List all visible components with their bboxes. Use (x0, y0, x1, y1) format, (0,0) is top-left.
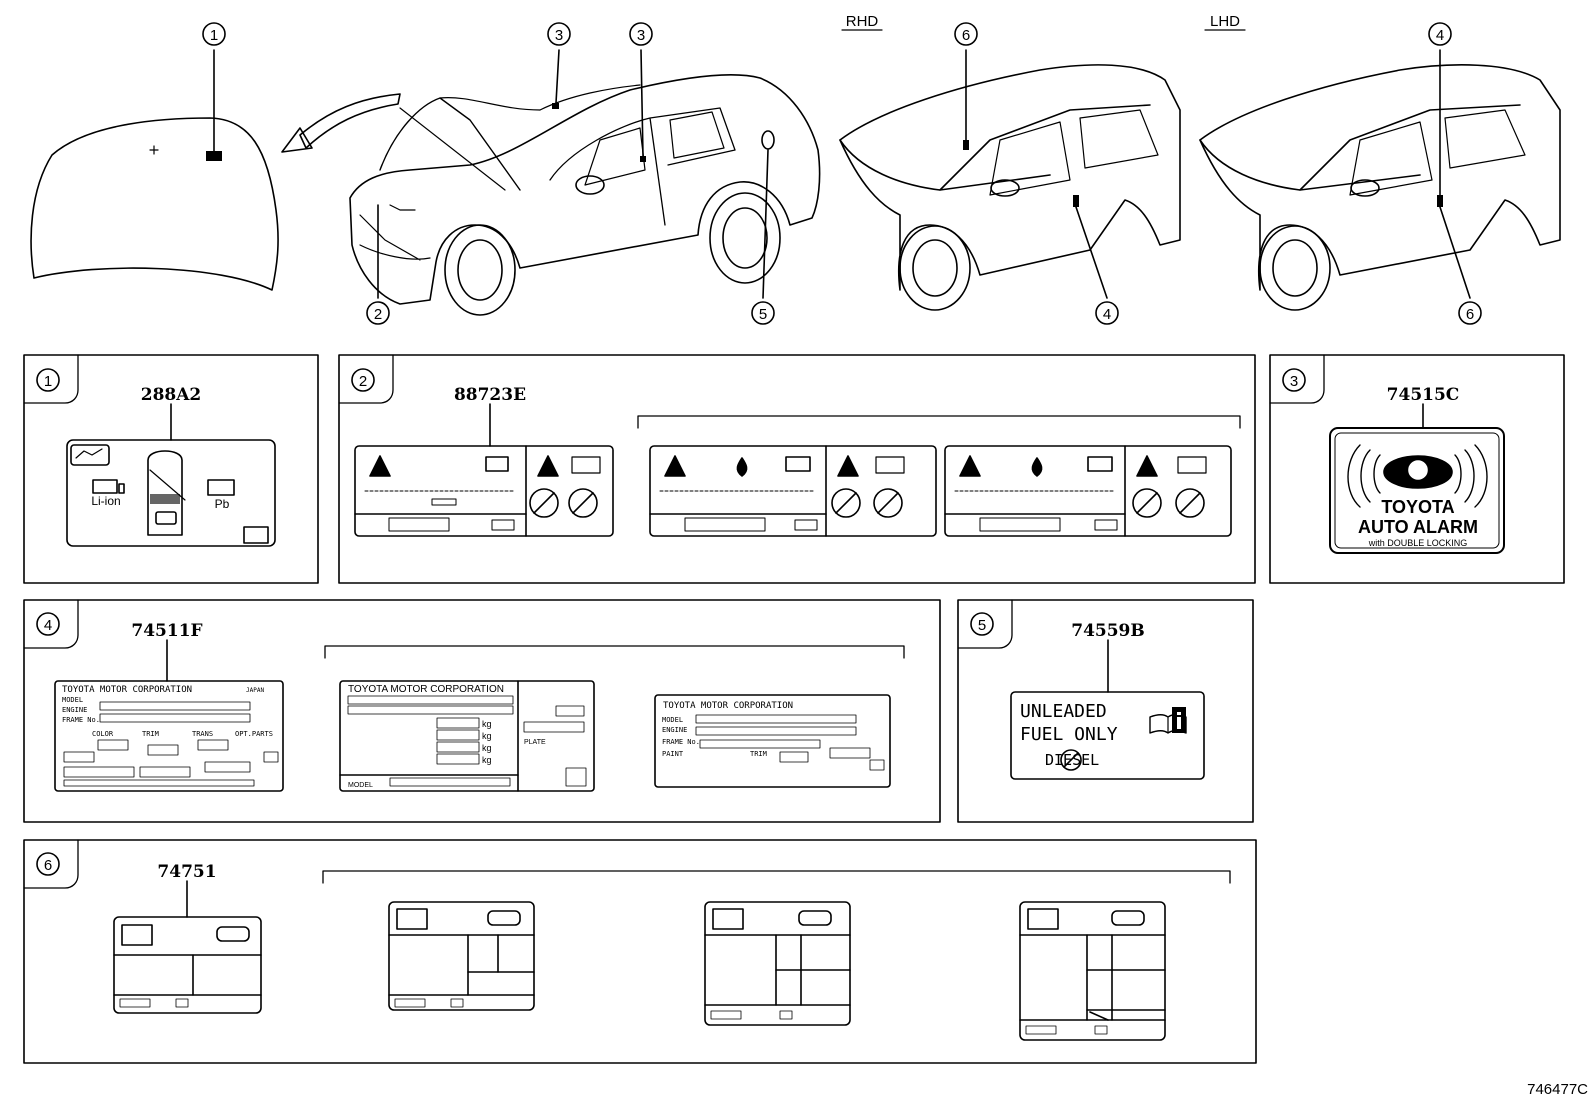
callout-1: 1 (210, 27, 218, 44)
callout-6a: 6 (962, 27, 970, 44)
vin-label-1-color: COLOR (92, 730, 114, 738)
panel-3-number: 3 (1290, 373, 1298, 390)
vin-label-3-frame: FRAME No. (662, 738, 700, 746)
warning-label-b (649, 445, 937, 537)
panel-4: 4 74511F TOYOTA MOTOR CORPORATION JAPAN … (23, 599, 941, 823)
callout-4: 4 (1103, 306, 1111, 323)
li-ion-label: Li-ion (91, 494, 120, 508)
panel-5-number: 5 (978, 617, 986, 634)
unleaded-text: UNLEADED (1020, 701, 1107, 722)
panel-6: 6 74751 (23, 839, 1257, 1064)
vin-label-2: TOYOTA MOTOR CORPORATION kg kg kg kg PLA… (339, 680, 595, 792)
auto-alarm-line1: TOYOTA (1381, 497, 1454, 517)
callouts-main-car: 2 3 3 5 (366, 22, 775, 325)
fuel-only-text: FUEL ONLY (1020, 724, 1118, 745)
vin-label-2-plate: PLATE (524, 739, 546, 746)
vin-label-2-kg2: kg (482, 731, 492, 741)
panel-2: 2 88723E (338, 354, 1256, 584)
callout-5: 5 (759, 306, 767, 323)
panel-2-part-number: 88723E (454, 385, 526, 405)
tire-label-1 (113, 916, 262, 1014)
vin-label-1-title: TOYOTA MOTOR CORPORATION (62, 685, 192, 695)
car-rhd-illustration: 6 4 RHD (839, 13, 1181, 325)
panel-1: 1 288A2 Li-ion Pb (23, 354, 319, 584)
panel-1-number: 1 (44, 373, 52, 390)
panel-5-part-number: 74559B (1071, 621, 1145, 641)
panel-3-part-number: 74515C (1387, 385, 1460, 405)
vin-label-3-paint: PAINT (662, 750, 684, 758)
callout-4b: 4 (1436, 27, 1444, 44)
vin-label-1-trim: TRIM (142, 730, 159, 738)
pb-label: Pb (215, 497, 230, 511)
car-hood-open-illustration (349, 49, 821, 316)
vin-label-3-title: TOYOTA MOTOR CORPORATION (663, 701, 793, 711)
rhd-label: RHD (846, 13, 879, 30)
hood-arrow (281, 93, 401, 153)
panel-4-number: 4 (44, 617, 52, 634)
tire-label-4 (1019, 901, 1166, 1041)
callout-3a: 3 (555, 27, 563, 44)
vin-label-2-model: MODEL (348, 782, 373, 789)
vin-label-1-engine: ENGINE (62, 706, 87, 714)
vin-label-1-parts: OPT.PARTS (235, 730, 273, 738)
panel-3: 3 74515C TOYOTA AUTO ALARM with DOUBLE L… (1269, 354, 1565, 584)
warning-label-c (944, 445, 1232, 537)
vin-label-3-trim: TRIM (750, 750, 767, 758)
warning-label-a (354, 445, 614, 537)
panel-1-part-number: 288A2 (141, 385, 202, 405)
vin-label-3-engine: ENGINE (662, 726, 687, 734)
hood-illustration: 1 (30, 22, 279, 291)
vin-label-1-japan: JAPAN (246, 687, 264, 694)
vin-label-1-model: MODEL (62, 696, 83, 704)
vin-label-1: TOYOTA MOTOR CORPORATION JAPAN MODEL ENG… (54, 680, 284, 792)
callout-3b: 3 (637, 27, 645, 44)
vin-label-3: TOYOTA MOTOR CORPORATION MODEL ENGINE FR… (654, 694, 891, 788)
panel-6-part-number: 74751 (157, 862, 216, 882)
panel-2-number: 2 (359, 373, 367, 390)
vin-label-3-model: MODEL (662, 716, 683, 724)
panel-5: 5 74559B UNLEADED FUEL ONLY DIESEL (957, 599, 1254, 823)
callout-6b: 6 (1466, 306, 1474, 323)
panel-4-part-number: 74511F (131, 621, 202, 641)
vin-label-1-frame: FRAME No. (62, 716, 100, 724)
panel-6-number: 6 (44, 857, 52, 874)
vin-label-2-kg3: kg (482, 743, 492, 753)
vin-label-2-title: TOYOTA MOTOR CORPORATION (348, 684, 504, 695)
vin-label-2-kg1: kg (482, 719, 492, 729)
auto-alarm-line2: AUTO ALARM (1358, 517, 1478, 537)
auto-alarm-line3: with DOUBLE LOCKING (1368, 538, 1468, 548)
car-lhd-illustration: 4 6 LHD (1199, 13, 1561, 325)
vin-label-2-kg4: kg (482, 755, 492, 765)
tire-label-2 (388, 901, 535, 1011)
vin-label-1-trans: TRANS (192, 730, 213, 738)
callout-2: 2 (374, 306, 382, 323)
diagram-code: 746477C (1527, 1081, 1588, 1098)
lhd-label: LHD (1210, 13, 1240, 30)
tire-label-3 (704, 901, 851, 1026)
